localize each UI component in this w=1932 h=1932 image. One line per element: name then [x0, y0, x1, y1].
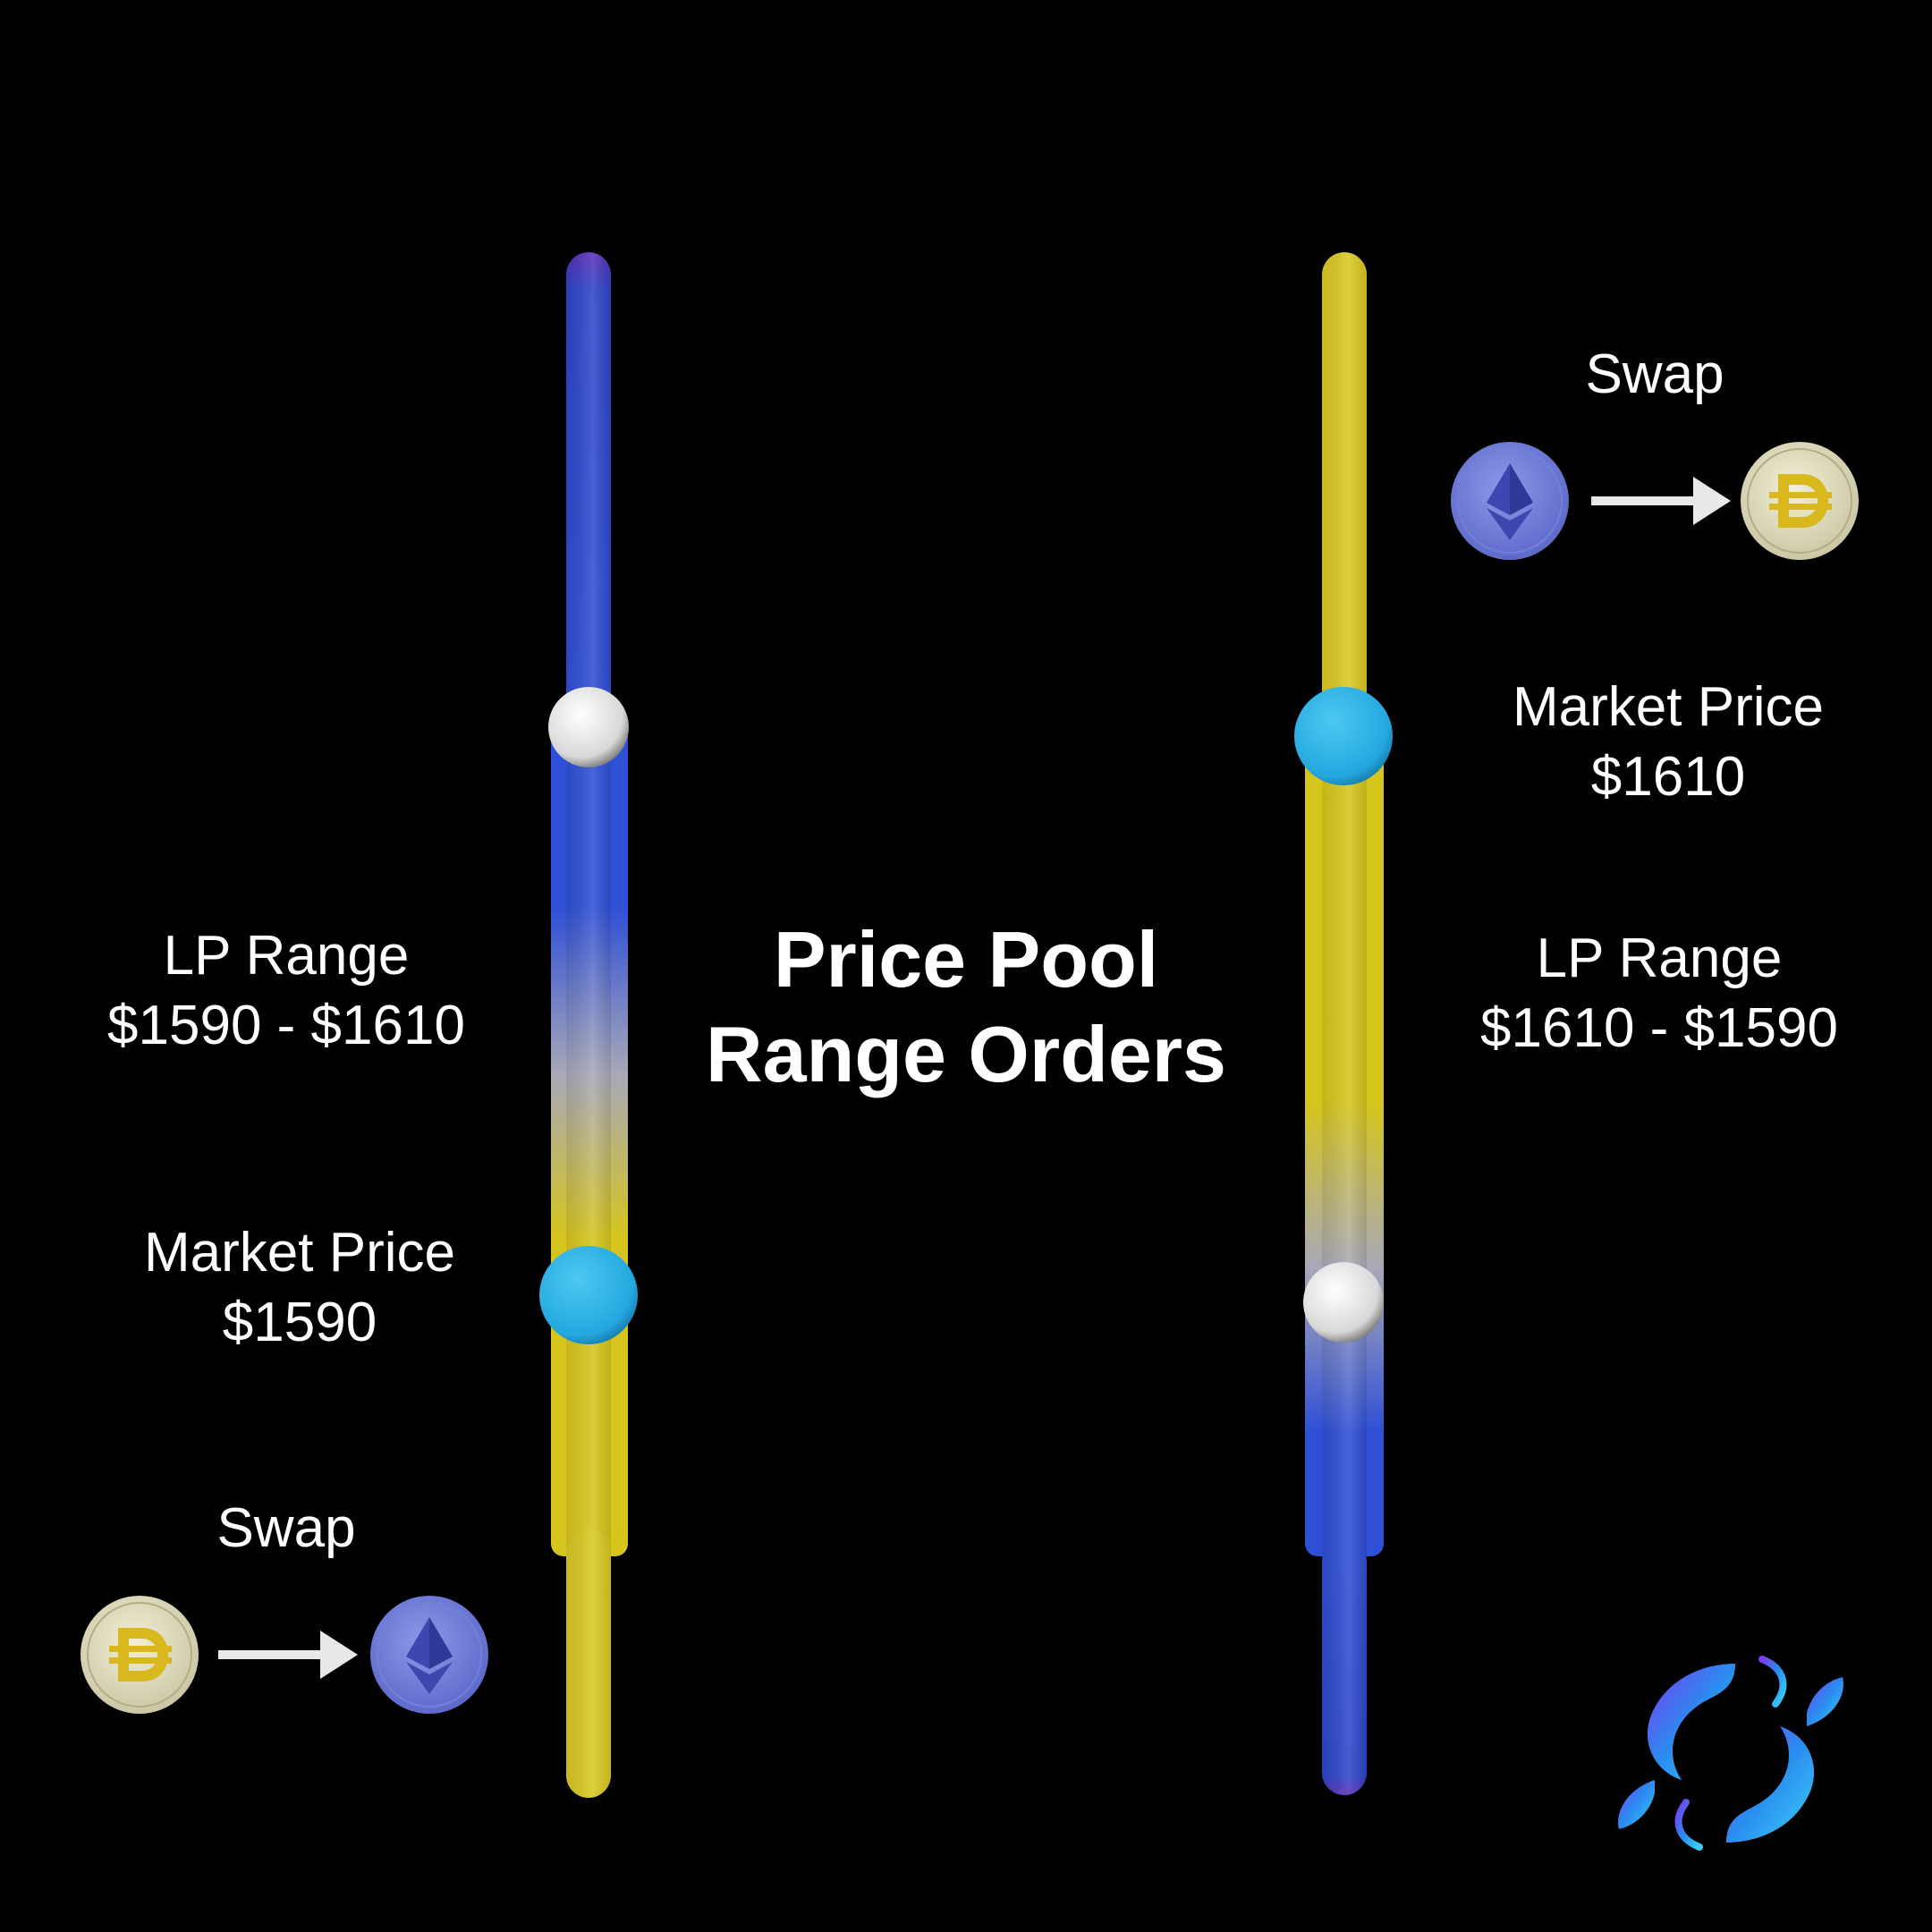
right-market-price-marker [1294, 687, 1393, 785]
left-swap-title: Swap [216, 1497, 356, 1559]
left-market-price-title: Market Price [144, 1222, 455, 1284]
right-market-price-title: Market Price [1513, 676, 1824, 738]
left-market-price-marker [539, 1246, 638, 1344]
left-swap-arrow-icon [218, 1631, 358, 1679]
dai-coin-icon [80, 1596, 199, 1714]
left-market-price-value: $1590 [222, 1292, 377, 1353]
left-lp-range-title: LP Range [163, 925, 410, 987]
title-line-1: Price Pool [773, 915, 1159, 1004]
eth-coin-icon [1451, 442, 1569, 560]
right-lp-range-title: LP Range [1536, 928, 1783, 989]
left-price-bar [551, 252, 628, 1798]
right-swap-label: Swap [1530, 340, 1780, 410]
diagram-title: Price Pool Range Orders [680, 912, 1252, 1102]
left-swap-label: Swap [161, 1494, 411, 1563]
title-line-2: Range Orders [706, 1010, 1226, 1098]
left-upper-range-marker [548, 687, 629, 767]
twin-fish-logo-icon [1618, 1656, 1843, 1851]
right-price-bar [1305, 252, 1384, 1795]
left-lp-range-value: $1590 - $1610 [107, 995, 465, 1056]
right-lower-range-marker [1303, 1262, 1384, 1343]
right-lp-range-value: $1610 - $1590 [1480, 997, 1838, 1059]
right-swap-arrow-icon [1591, 477, 1731, 525]
eth-coin-icon [370, 1596, 488, 1714]
right-market-price-value: $1610 [1590, 746, 1746, 808]
left-market-price-label: Market Price $1590 [89, 1218, 510, 1358]
right-swap-title: Swap [1585, 343, 1724, 405]
right-market-price-label: Market Price $1610 [1458, 673, 1878, 812]
dai-coin-icon [1741, 442, 1859, 560]
right-lp-range-label: LP Range $1610 - $1590 [1449, 924, 1869, 1063]
left-lp-range-label: LP Range $1590 - $1610 [72, 921, 501, 1061]
